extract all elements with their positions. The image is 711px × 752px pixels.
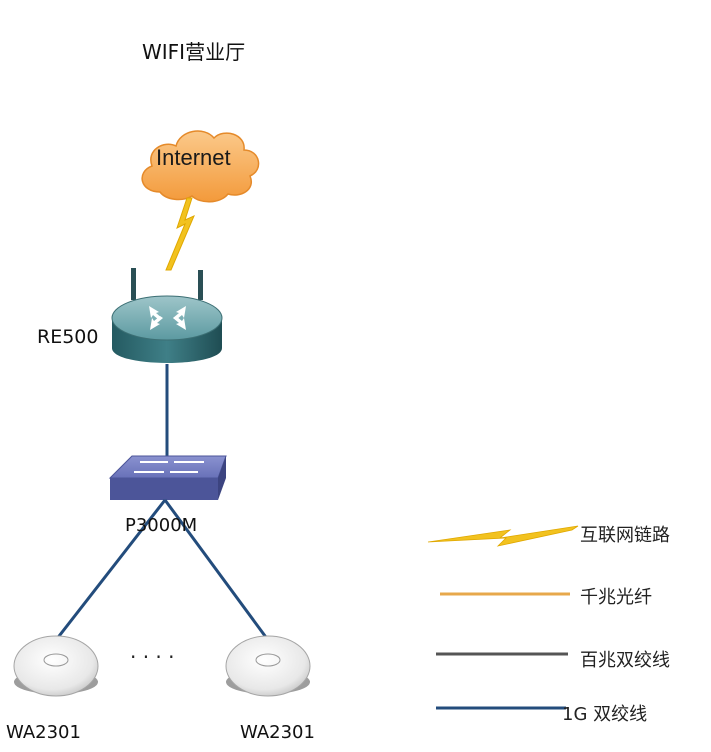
- legend-internet-link-label: 互联网链路: [580, 525, 670, 546]
- ap-left-label: WA2301: [6, 722, 81, 743]
- switch-label: P3000M: [125, 515, 198, 536]
- internet-label: Internet: [156, 145, 231, 170]
- access-point-left-icon: [13, 635, 99, 697]
- switch-ap-left-link: [54, 499, 167, 641]
- access-point-right-icon: [225, 635, 311, 697]
- switch-ap-right-link: [163, 499, 270, 641]
- ap-ellipsis: · · · ·: [130, 645, 175, 669]
- switch-icon: [108, 455, 227, 500]
- router-label: RE500: [37, 326, 99, 348]
- legend: [427, 525, 579, 710]
- legend-internet-link-swatch: [427, 525, 579, 547]
- internet-cloud-icon: Internet: [141, 130, 260, 203]
- legend-1g-twisted-label: 1G 双绞线: [562, 704, 648, 725]
- ap-right-label: WA2301: [240, 722, 315, 743]
- router-icon: [111, 268, 223, 363]
- diagram-title: WIFI营业厅: [142, 40, 246, 64]
- legend-gigabit-fiber-label: 千兆光纤: [580, 587, 652, 608]
- internet-link-bolt: [165, 197, 195, 271]
- legend-100m-twisted-label: 百兆双绞线: [580, 650, 670, 671]
